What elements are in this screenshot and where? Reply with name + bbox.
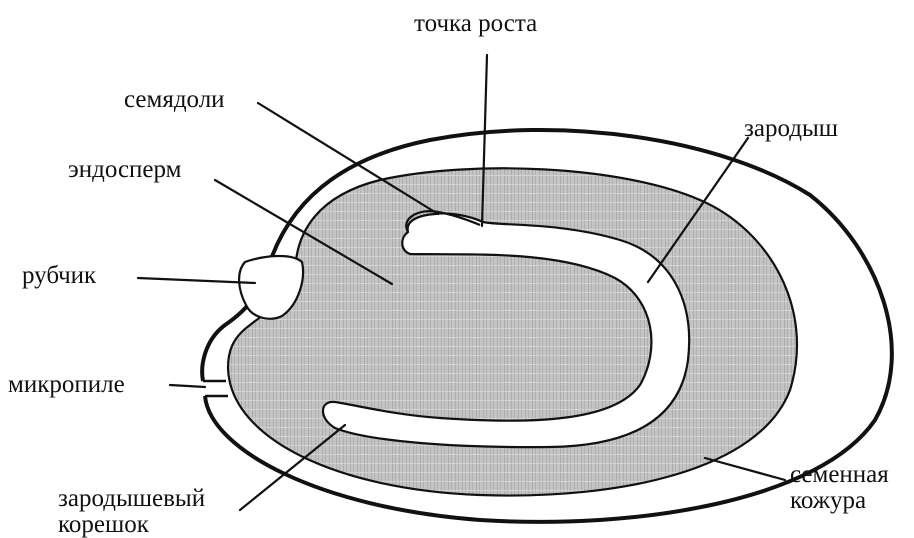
label-seed-coat-line1: семенная xyxy=(790,462,889,488)
label-embryo: зародыш xyxy=(744,115,838,143)
label-micropyle: микропиле xyxy=(8,371,125,399)
leader-hilum xyxy=(138,278,255,283)
label-radicle-line1: зародышевый xyxy=(58,486,205,512)
label-seed-coat-line2: кожура xyxy=(790,488,889,514)
label-radicle: зародышевый корешок xyxy=(58,486,205,538)
label-endosperm: эндосперм xyxy=(68,156,181,184)
label-growth-point: точка роста xyxy=(414,10,537,38)
label-hilum: рубчик xyxy=(22,262,96,290)
label-cotyledons: семядоли xyxy=(124,86,225,114)
label-seed-coat: семенная кожура xyxy=(790,462,889,514)
label-radicle-line2: корешок xyxy=(58,512,205,538)
leader-micropyle xyxy=(170,385,205,387)
